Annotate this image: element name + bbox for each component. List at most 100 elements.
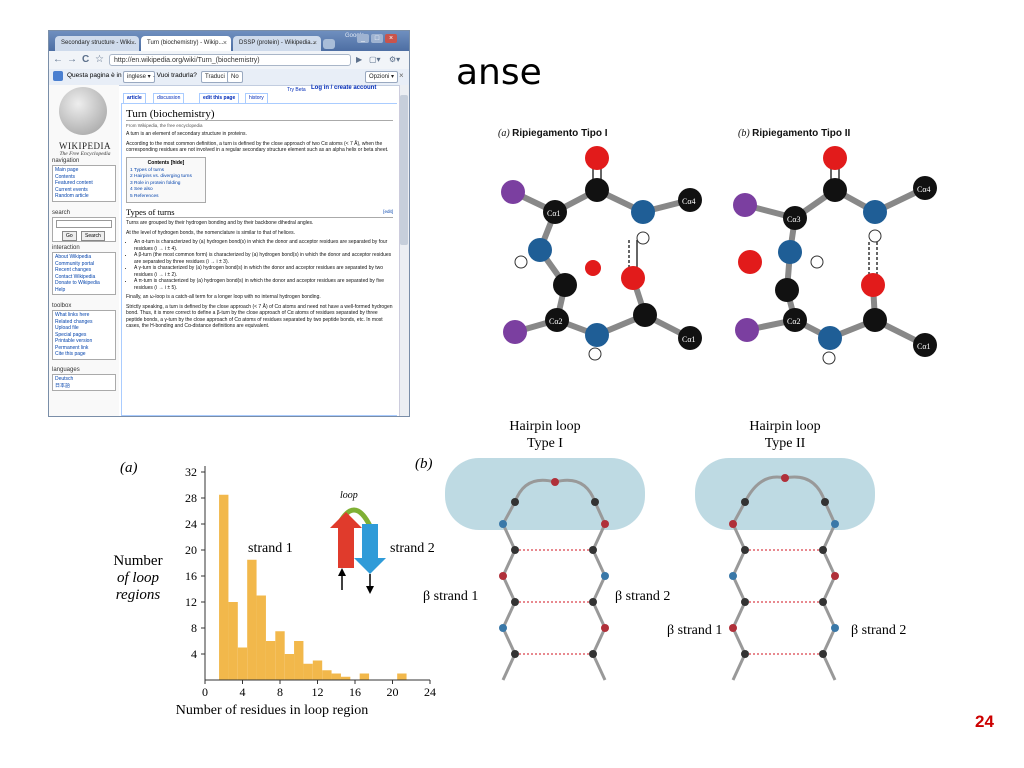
toc-title[interactable]: Contents [hide] bbox=[147, 159, 185, 166]
histogram-bar bbox=[237, 647, 248, 680]
wiki-sidebar: WIKIPEDIA The Free Encyclopedia navigati… bbox=[49, 85, 119, 416]
tools-menu-icon[interactable]: ⚙▾ bbox=[389, 55, 401, 64]
turn-type-1-caption: (a) Ripiegamento Tipo I bbox=[498, 128, 608, 139]
bookmark-star-icon[interactable]: ☆ bbox=[95, 54, 104, 65]
sidebar-link[interactable]: Upload file bbox=[55, 325, 79, 331]
reload-icon[interactable]: C bbox=[82, 54, 90, 65]
translate-prompt: Questa pagina è in bbox=[67, 72, 122, 79]
sidebar-link[interactable]: 日本語 bbox=[55, 382, 71, 389]
side-chain-atom bbox=[733, 193, 757, 217]
tab-label: DSSP (protein) - Wikipedia... bbox=[239, 40, 316, 46]
try-beta-link[interactable]: Try Beta bbox=[287, 87, 306, 93]
article-source: From Wikipedia, the free encyclopedia bbox=[126, 123, 203, 128]
sidebar-link[interactable]: Contact Wikipedia bbox=[55, 273, 96, 280]
tab-close-icon[interactable]: × bbox=[130, 40, 135, 47]
go-button[interactable]: Go bbox=[62, 231, 77, 241]
sidebar-link[interactable]: Random article bbox=[55, 193, 89, 199]
wiki-search-input[interactable] bbox=[56, 220, 112, 228]
histogram-bar bbox=[265, 641, 276, 680]
languages-box: Deutsch 日本語 bbox=[52, 374, 116, 391]
carbon-atom bbox=[543, 200, 567, 224]
sidebar-link[interactable]: Related changes bbox=[55, 318, 93, 325]
browser-tab-secondary-structure[interactable]: Secondary structure - Wiki... × bbox=[55, 36, 139, 51]
page-scrollbar[interactable] bbox=[399, 85, 409, 416]
toolbox-box: What links here Related changes Upload f… bbox=[52, 310, 116, 360]
toc-item[interactable]: 5 References bbox=[130, 193, 159, 199]
translate-options-button[interactable]: Opzioni ▾ bbox=[365, 71, 399, 83]
back-arrow-icon[interactable]: ← bbox=[53, 54, 63, 65]
caption-text: Ripiegamento Tipo II bbox=[752, 128, 851, 139]
x-tick-label: 20 bbox=[387, 685, 399, 699]
browser-tab-turn-biochemistry[interactable]: Turn (biochemistry) - Wikip... × bbox=[141, 36, 231, 51]
login-link[interactable]: Log in / create account bbox=[311, 85, 377, 91]
translate-bar: Questa pagina è in inglese ▾ . Vuoi trad… bbox=[49, 69, 409, 86]
oxygen-atom bbox=[621, 266, 645, 290]
sidebar-link[interactable]: Current events bbox=[55, 186, 88, 193]
translate-close-icon[interactable]: × bbox=[399, 71, 404, 80]
article-paragraph: At the level of hydrogen bonds, the nome… bbox=[126, 229, 295, 236]
tab-close-icon[interactable]: × bbox=[312, 40, 317, 47]
go-arrow-icon[interactable]: ▶ bbox=[356, 55, 363, 64]
sidebar-link[interactable]: Printable version bbox=[55, 338, 93, 344]
carbon-atom bbox=[678, 188, 702, 212]
y-tick-label: 20 bbox=[185, 543, 197, 557]
language-select[interactable]: inglese ▾ bbox=[123, 71, 155, 83]
carbon-atom bbox=[553, 273, 577, 297]
hydrogen-atom bbox=[868, 229, 882, 243]
wikipedia-tagline: The Free Encyclopedia bbox=[59, 151, 111, 157]
nitrogen-atom bbox=[863, 200, 887, 224]
page-menu-icon[interactable]: ▢▾ bbox=[369, 55, 381, 64]
histogram-bar bbox=[228, 602, 238, 680]
wikipedia-globe-logo[interactable] bbox=[59, 87, 107, 135]
hairpin-type-2-subtitle: Type II bbox=[765, 436, 806, 451]
atom-label: Cα2 bbox=[549, 317, 563, 326]
histogram-bar bbox=[303, 663, 313, 680]
toc-item[interactable]: 2 Hairpins vs. diverging turns bbox=[130, 174, 192, 179]
toc-item[interactable]: 4 See also bbox=[130, 187, 153, 192]
sidebar-link[interactable]: Contents bbox=[55, 173, 76, 180]
forward-arrow-icon[interactable]: → bbox=[67, 54, 77, 65]
carbon-atom bbox=[783, 206, 807, 230]
sidebar-link[interactable]: Featured content bbox=[55, 180, 93, 186]
browser-tab-bar: Secondary structure - Wiki... × Turn (bi… bbox=[49, 31, 409, 51]
minimize-button[interactable]: _ bbox=[357, 34, 369, 43]
histogram-bar bbox=[256, 595, 266, 680]
atom-label: Cα4 bbox=[917, 185, 931, 194]
carbon-atom bbox=[633, 303, 657, 327]
toc-item[interactable]: 1 Types of turns bbox=[130, 167, 165, 173]
sidebar-link[interactable]: Donate to Wikipedia bbox=[55, 280, 100, 286]
translate-button[interactable]: Traduci bbox=[201, 71, 229, 83]
search-button[interactable]: Search bbox=[81, 231, 105, 241]
carbon-atom bbox=[863, 308, 887, 332]
hairpin-type-1-title: Hairpin loop bbox=[509, 419, 580, 434]
sidebar-link[interactable]: Deutsch bbox=[55, 376, 74, 382]
sidebar-link[interactable]: Permanent link bbox=[55, 344, 89, 351]
sidebar-link[interactable]: Help bbox=[55, 286, 66, 293]
histogram-bar bbox=[340, 676, 351, 680]
turn-types-list: An α-turn is characterized by (a) hydrog… bbox=[126, 239, 393, 291]
navigation-heading: navigation bbox=[52, 158, 80, 164]
navigation-box: Main page Contents Featured content Curr… bbox=[52, 165, 116, 202]
maximize-button[interactable]: □ bbox=[371, 34, 383, 43]
sidebar-link[interactable]: What links here bbox=[55, 312, 90, 318]
side-chain-atom bbox=[501, 180, 525, 204]
sidebar-link[interactable]: About Wikipedia bbox=[55, 254, 92, 260]
sidebar-link[interactable]: Community portal bbox=[55, 260, 95, 267]
scrollbar-thumb[interactable] bbox=[400, 95, 408, 245]
window-close-button[interactable]: × bbox=[385, 34, 397, 43]
sidebar-link[interactable]: Main page bbox=[55, 167, 79, 173]
histogram-bar bbox=[247, 559, 257, 680]
sidebar-link[interactable]: Recent changes bbox=[55, 267, 92, 273]
no-translate-button[interactable]: No bbox=[227, 71, 243, 83]
sidebar-link[interactable]: Special pages bbox=[55, 331, 87, 338]
toc-item[interactable]: 3 Role in protein folding bbox=[130, 180, 181, 186]
edit-section-link[interactable]: [edit] bbox=[383, 209, 393, 214]
wiki-article-content: Turn (biochemistry) From Wikipedia, the … bbox=[121, 103, 397, 416]
tab-close-icon[interactable]: × bbox=[222, 40, 227, 47]
sidebar-link[interactable]: Cite this page bbox=[55, 351, 86, 357]
url-field[interactable]: http://en.wikipedia.org/wiki/Turn_(bioch… bbox=[109, 54, 351, 66]
turn-type-1-molecule: Cα1 Cα2 Cα4 Cα1 bbox=[501, 146, 702, 361]
new-tab-button[interactable] bbox=[323, 39, 335, 49]
browser-tab-dssp[interactable]: DSSP (protein) - Wikipedia... × bbox=[233, 36, 321, 51]
carbon-atom bbox=[545, 308, 569, 332]
